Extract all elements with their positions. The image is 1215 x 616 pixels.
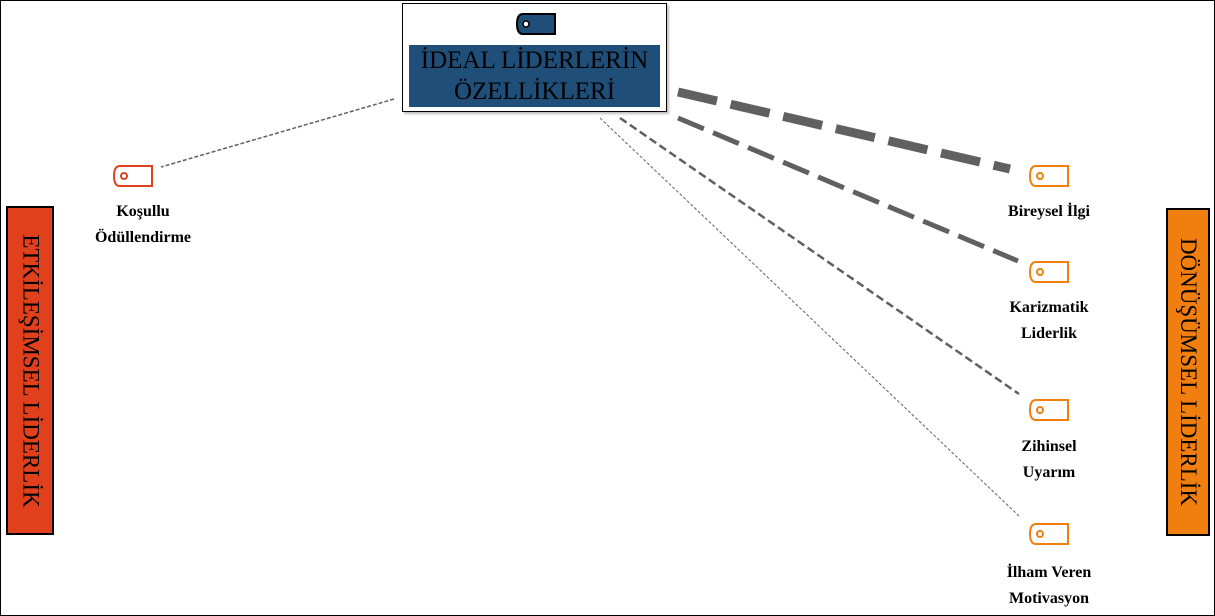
node-label-line1: Zihinsel — [1021, 438, 1077, 455]
central-title-background — [409, 45, 660, 107]
tag-icon — [1028, 522, 1070, 546]
node-kosullu-odullendirme[interactable]: Koşullu Ödüllendirme — [63, 199, 223, 251]
tag-icon — [515, 12, 557, 36]
group-label-text: DÖNÜŞÜMSEL LİDERLİK — [1176, 237, 1201, 507]
tag-icon — [1028, 260, 1070, 284]
node-ilham-veren-motivasyon[interactable]: İlham Veren Motivasyon — [969, 560, 1129, 612]
central-node[interactable]: İDEAL LİDERLERİN ÖZELLİKLERİ — [402, 3, 667, 112]
node-bireysel-ilgi[interactable]: Bireysel İlgi — [969, 199, 1129, 225]
central-title: İDEAL LİDERLERİN ÖZELLİKLERİ — [405, 45, 664, 107]
tag-icon — [112, 164, 154, 188]
node-label-line1: Karizmatik — [1009, 299, 1089, 316]
group-label-text: ETKİLEŞİMSEL LİDERLİK — [18, 234, 44, 508]
node-label-line2: Uyarım — [1022, 464, 1076, 481]
link-karizmatik-liderlik — [677, 115, 1019, 264]
node-label-line2: Liderlik — [1020, 325, 1077, 342]
group-label-donusumsel: DÖNÜŞÜMSEL LİDERLİK — [1166, 208, 1210, 536]
central-title-line2: ÖZELLİKLERİ — [453, 78, 616, 105]
central-title-line1: İDEAL LİDERLERİN — [420, 47, 649, 74]
link-bireysel-ilgi — [676, 87, 1012, 174]
node-label-line1: Bireysel İlgi — [1008, 203, 1090, 220]
tag-icon — [1028, 398, 1070, 422]
link-ilham-veren-motivasyon — [599, 117, 1020, 517]
link-zihinsel-uyarim — [619, 116, 1020, 396]
node-label-line2: Motivasyon — [1009, 590, 1089, 607]
link-kosullu-odullendirme — [160, 98, 395, 168]
group-label-etkilesimsel: ETKİLEŞİMSEL LİDERLİK — [6, 206, 54, 535]
node-zihinsel-uyarim[interactable]: Zihinsel Uyarım — [969, 434, 1129, 486]
node-label-line1: Koşullu — [116, 203, 170, 220]
node-label-line2: Ödüllendirme — [94, 229, 191, 246]
tag-icon — [1028, 164, 1070, 188]
node-label-line1: İlham Veren — [1006, 564, 1092, 581]
node-karizmatik-liderlik[interactable]: Karizmatik Liderlik — [969, 295, 1129, 347]
